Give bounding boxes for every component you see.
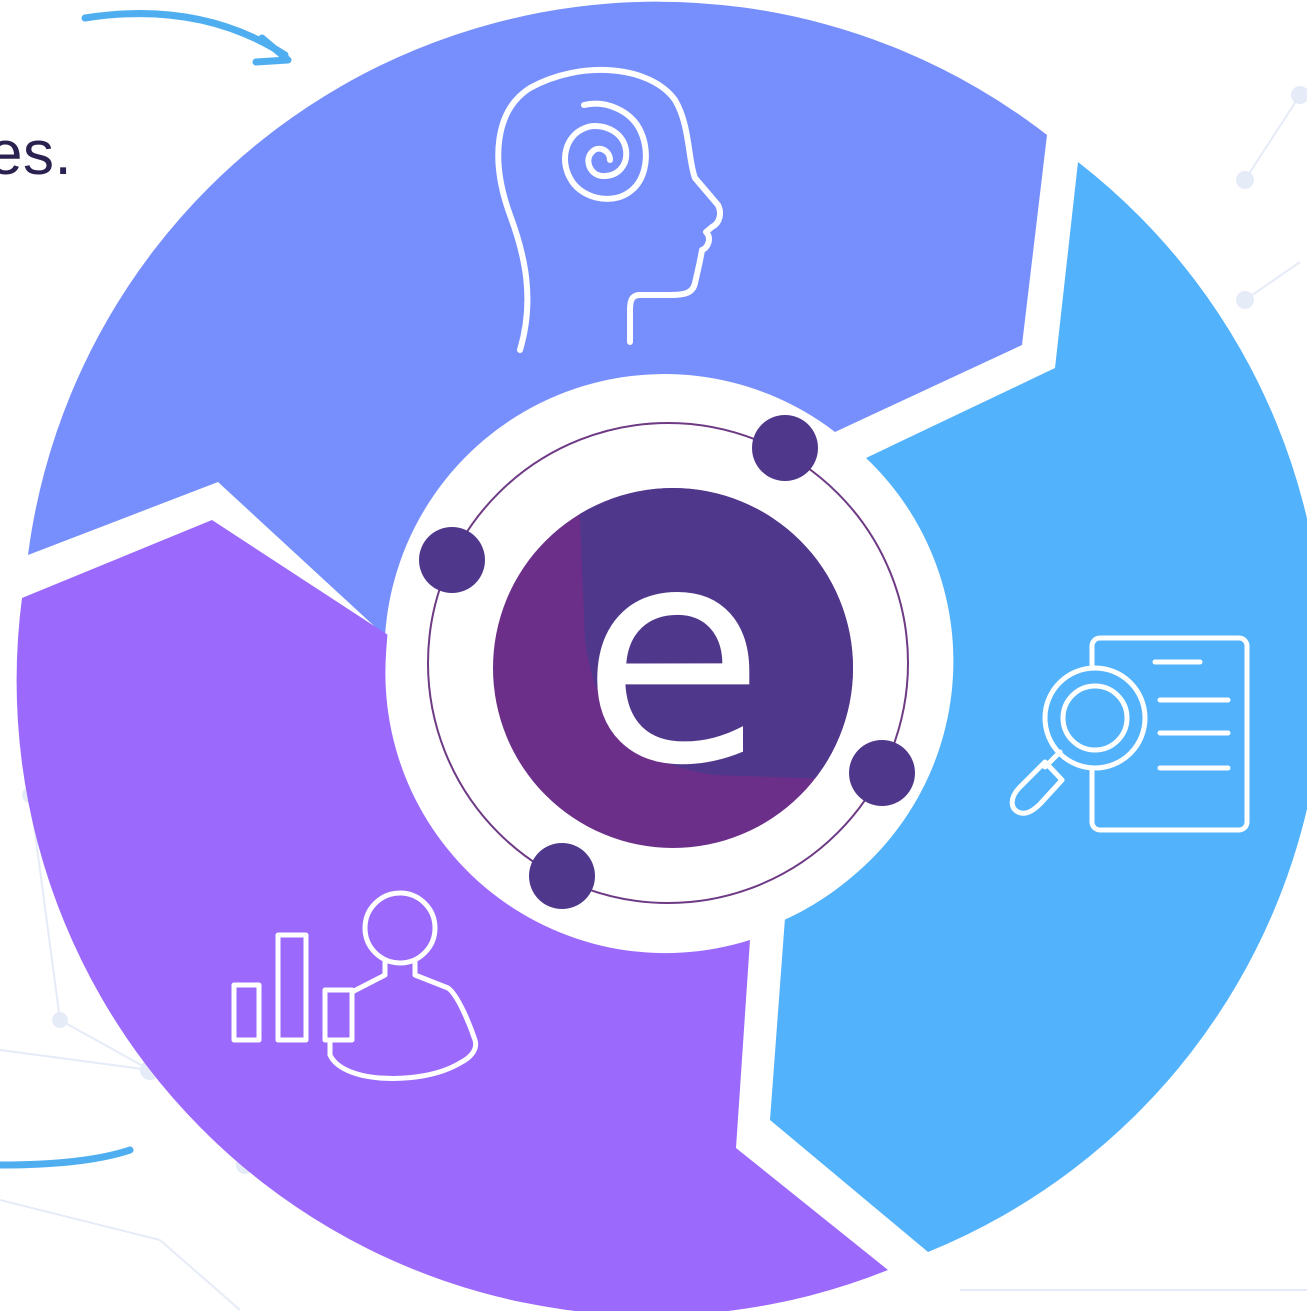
document-search-icon	[1009, 635, 1250, 833]
logo: e	[493, 482, 853, 848]
orbit-dot-right	[849, 740, 915, 806]
orbit-dot-bottom	[529, 843, 595, 909]
arrow-top	[81, 10, 289, 59]
arrow-top-head-icon	[252, 34, 292, 66]
partial-heading-text: es.	[0, 119, 73, 188]
segment-bottom-left	[16, 520, 888, 1311]
orbit-dots	[419, 415, 915, 909]
logo-letter: e	[581, 482, 766, 831]
orbit-dot-left	[419, 527, 485, 593]
user-chart-icon	[231, 890, 479, 1081]
arrow-bottom	[0, 1146, 134, 1169]
orbit-ring	[427, 422, 909, 904]
segment-right	[770, 162, 1307, 1252]
head-spiral-icon	[495, 66, 723, 353]
arrows	[0, 10, 292, 1169]
orbit-dot-top-right	[752, 415, 818, 481]
segment-top	[28, 1, 1047, 637]
